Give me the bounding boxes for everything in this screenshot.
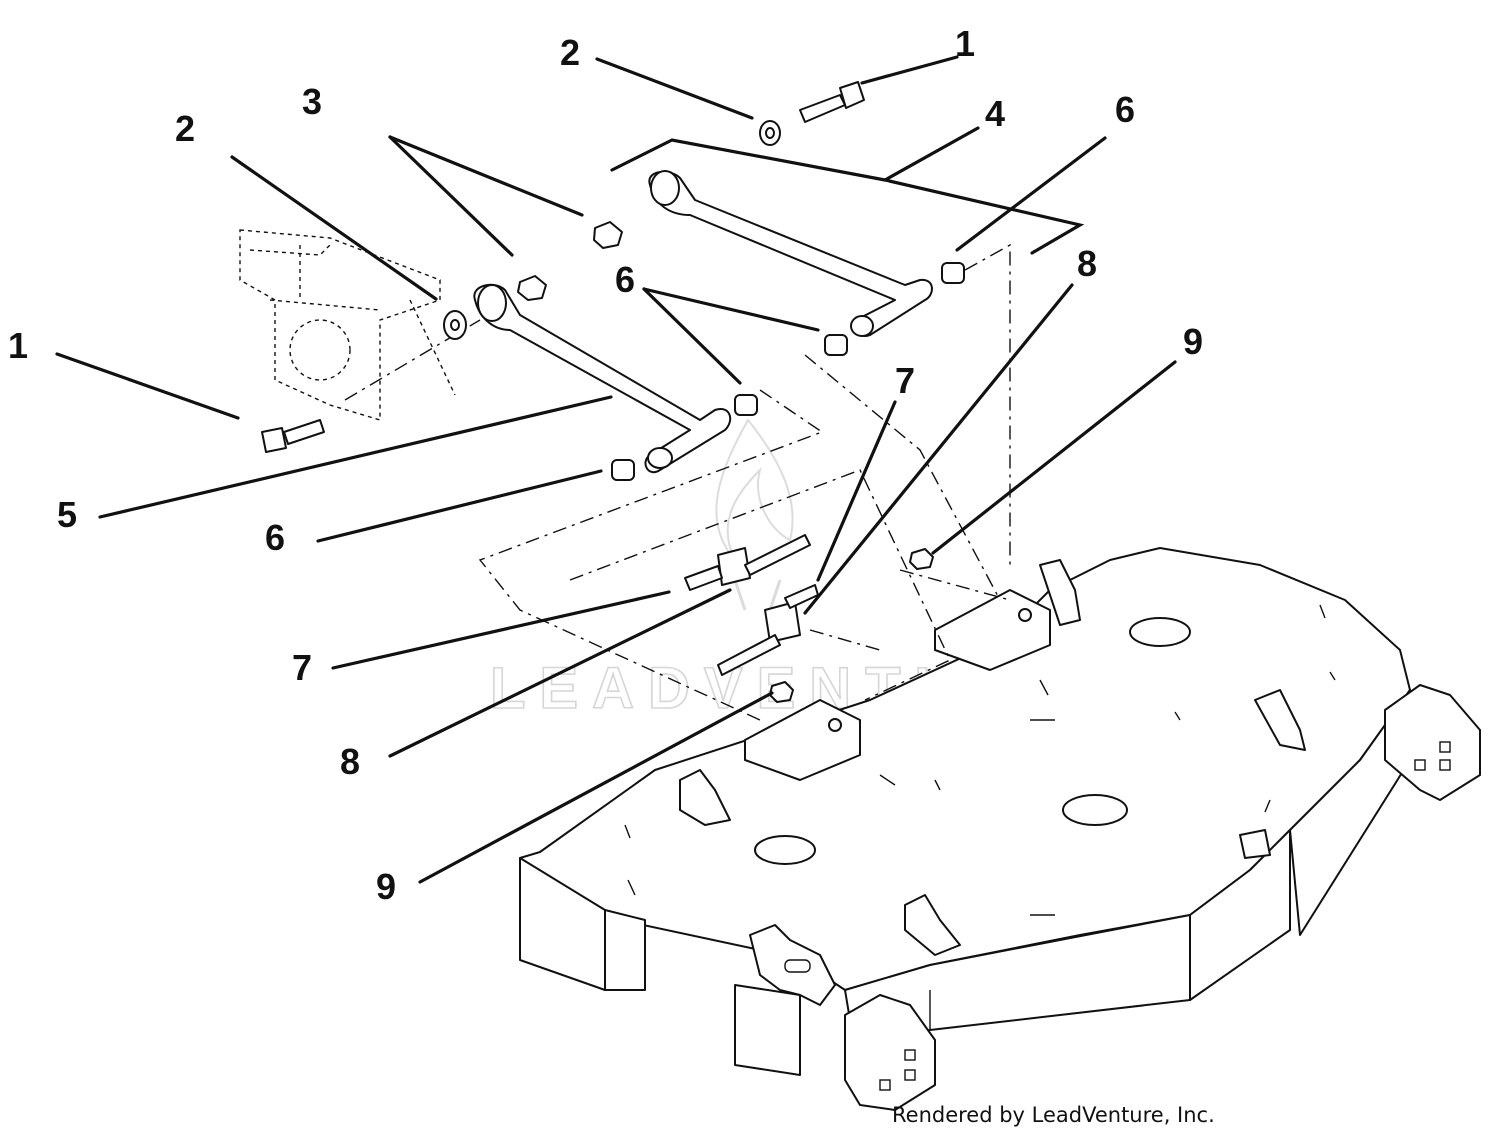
hardware — [261, 81, 965, 703]
callout-4: 4 — [985, 93, 1005, 134]
callout-2-left: 2 — [175, 108, 195, 149]
leader-lines — [55, 55, 1177, 884]
callout-1-top: 1 — [955, 23, 975, 64]
callout-7-lower: 7 — [292, 647, 312, 688]
callout-5: 5 — [57, 494, 77, 535]
mower-deck — [519, 547, 1481, 1111]
tractor-frame — [239, 229, 456, 421]
right-lift-arm — [648, 170, 933, 337]
callout-2-top: 2 — [560, 32, 580, 73]
callout-9-upper: 9 — [1183, 321, 1203, 362]
left-lift-arm — [473, 283, 732, 474]
callout-1-left: 1 — [8, 325, 28, 366]
render-credit: Rendered by LeadVenture, Inc. — [892, 1103, 1215, 1127]
callout-6-middle: 6 — [615, 259, 635, 300]
callout-6-right: 6 — [1115, 89, 1135, 130]
callout-6-lower: 6 — [265, 517, 285, 558]
callout-8-lower: 8 — [340, 741, 360, 782]
callout-labels: 1 1 2 2 3 4 5 6 6 6 7 7 8 8 9 9 — [8, 23, 1203, 907]
callout-3: 3 — [302, 81, 322, 122]
callout-8-upper: 8 — [1077, 243, 1097, 284]
callout-7-upper: 7 — [895, 360, 915, 401]
callout-9-lower: 9 — [376, 866, 396, 907]
assembly-lines — [344, 243, 1011, 721]
